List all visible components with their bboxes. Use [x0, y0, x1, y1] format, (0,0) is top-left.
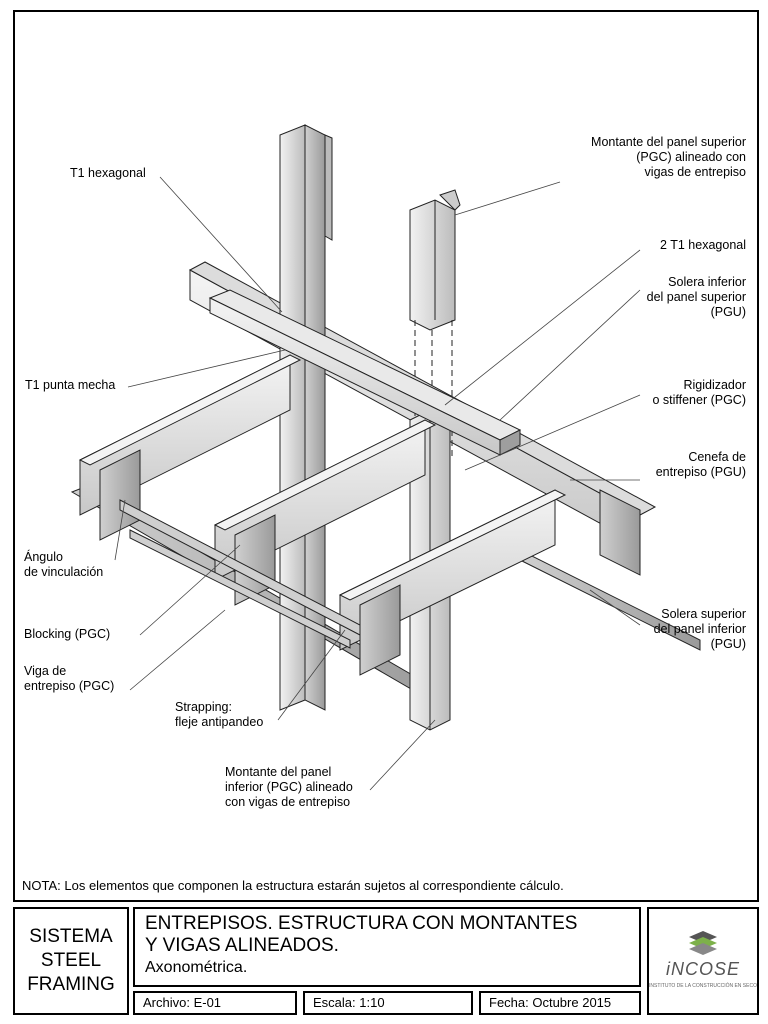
label-line: inferior (PGC) alineado [225, 780, 353, 794]
solera-inferior-panel-superior [208, 289, 522, 456]
label-line: Ángulo [24, 550, 63, 564]
label-line: Rigidizador [683, 378, 746, 392]
subtitle: Axonométrica. [145, 959, 248, 976]
label-line: fleje antipandeo [175, 715, 264, 729]
label-line: del panel inferior [653, 622, 746, 636]
label-viga: Viga de entrepiso (PGC) [24, 664, 114, 694]
label-angulo: Ángulo de vinculación [24, 550, 103, 580]
label-line: entrepiso (PGC) [24, 679, 115, 693]
logo-text: iNCOSE [665, 959, 740, 979]
logo-subtext: INSTITUTO DE LA CONSTRUCCIÓN EN SECO [649, 983, 757, 989]
label-rigidizador: Rigidizador o stiffener (PGC) [600, 378, 746, 408]
label-line: vigas de entrepiso [644, 165, 746, 179]
label-line: del panel superior [646, 290, 746, 304]
label-cenefa: Cenefa de entrepiso (PGU) [600, 450, 746, 480]
title-line-2: Y VIGAS ALINEADOS. [145, 935, 339, 956]
label-line: Montante del panel [225, 765, 332, 779]
system-box: SISTEMA STEEL FRAMING [13, 907, 129, 1015]
label-solera-inferior: Solera inferior del panel superior (PGU) [600, 275, 746, 320]
fecha-cell: Fecha: Octubre 2015 [479, 991, 641, 1015]
title-line-1: ENTREPISOS. ESTRUCTURA CON MONTANTES [145, 913, 578, 934]
label-line: entrepiso (PGU) [655, 465, 746, 479]
label-line: Strapping: [175, 700, 232, 714]
label-line: Solera inferior [668, 275, 746, 289]
label-line: (PGU) [710, 637, 746, 651]
label-line: Solera superior [661, 607, 746, 621]
label-montante-inferior: Montante del panel inferior (PGC) alinea… [225, 765, 353, 810]
incose-logo-icon [689, 931, 717, 955]
logo-box: iNCOSE INSTITUTO DE LA CONSTRUCCIÓN EN S… [647, 907, 759, 1015]
archivo-cell: Archivo: E-01 [133, 991, 297, 1015]
label-line: o stiffener (PGC) [652, 393, 746, 407]
montante-panel-superior [409, 189, 461, 331]
label-line: de vinculación [24, 565, 104, 579]
label-line: Cenefa de [688, 450, 746, 464]
label-blocking: Blocking (PGC) [24, 627, 111, 641]
label-line: Montante del panel superior [591, 135, 746, 149]
viga-entrepiso-3 [338, 489, 567, 676]
leader-lines [114, 176, 641, 791]
label-2-t1-hexagonal: 2 T1 hexagonal [660, 238, 746, 252]
note-text: NOTA: Los elementos que componen la estr… [22, 878, 564, 893]
escala-cell: Escala: 1:10 [303, 991, 473, 1015]
label-t1-hexagonal: T1 hexagonal [70, 166, 146, 180]
label-strapping: Strapping: fleje antipandeo [175, 700, 263, 730]
label-t1-punta-mecha: T1 punta mecha [25, 378, 116, 392]
viga-entrepiso-2 [213, 419, 437, 606]
system-line: SISTEMA [29, 926, 113, 947]
label-line: Viga de [24, 664, 67, 678]
blocking-strapping [119, 499, 361, 649]
system-line: STEEL [40, 950, 102, 971]
label-line: (PGC) alineado con [636, 150, 746, 164]
label-line: (PGU) [710, 305, 746, 319]
system-line: FRAMING [27, 974, 115, 995]
label-montante-superior: Montante del panel superior (PGC) alinea… [560, 135, 746, 180]
label-solera-superior: Solera superior del panel inferior (PGU) [600, 607, 746, 652]
title-box: ENTREPISOS. ESTRUCTURA CON MONTANTES Y V… [133, 907, 641, 987]
viga-entrepiso-1 [78, 354, 302, 541]
label-line: con vigas de entrepiso [225, 795, 351, 809]
